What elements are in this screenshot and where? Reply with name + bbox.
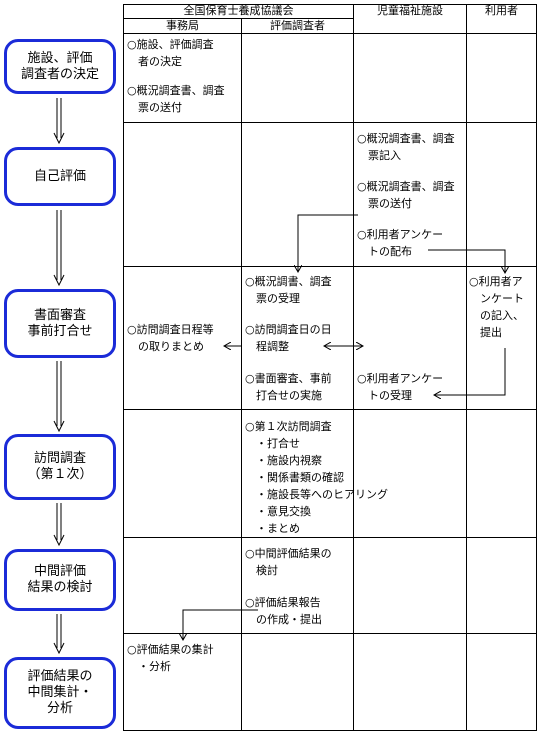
step-label: 訪問調査 （第１次）: [27, 451, 93, 482]
header-evaluator: 評価調査者: [270, 19, 325, 32]
step-arrows: [53, 98, 65, 655]
step-box-document-review: 書面審査 事前打合せ: [4, 289, 116, 358]
header-secretariat: 事務局: [166, 19, 199, 32]
step-label: 評価結果の 中間集計・ 分析: [27, 669, 93, 716]
cell-r3-user: ○利用者ア ンケート の記入、 提出: [469, 275, 524, 339]
header-user: 利用者: [485, 4, 518, 17]
step-label: 中間評価 結果の検討: [27, 564, 93, 595]
table-border: [123, 4, 537, 731]
arrow-send-to-evaluator: [298, 214, 358, 272]
arrow-distribute-to-user: [428, 249, 505, 273]
arrow-report-to-secretariat: [183, 609, 258, 640]
step-box-decision: 施設、評価 調査者の決定: [4, 39, 116, 94]
step-label: 自己評価: [33, 168, 86, 184]
step-label: 施設、評価 調査者の決定: [20, 50, 99, 82]
cell-r2-facility-c: ○利用者アンケー トの配布: [357, 228, 444, 258]
table-grid: [123, 4, 537, 731]
flow-connectors: [183, 214, 506, 640]
step-arrow-1: [53, 98, 65, 145]
cell-r5-evaluator-a: ○中間評価結果の 検討: [245, 547, 332, 577]
step-arrow-5: [53, 614, 65, 655]
step-box-self-evaluation: 自己評価: [4, 147, 116, 206]
arrow-user-return: [434, 348, 506, 395]
cell-r5-evaluator-b: ○評価結果報告 の作成・提出: [245, 596, 322, 626]
header-council: 全国保育士養成協議会: [183, 4, 294, 17]
step-box-visit-survey: 訪問調査 （第１次）: [4, 434, 116, 500]
step-label: 書面審査 事前打合せ: [27, 307, 93, 339]
header-facility: 児童福祉施設: [377, 4, 443, 17]
cell-r6-secretariat: ○評価結果の集計 ・分析: [127, 643, 214, 673]
step-box-interim-review: 中間評価 結果の検討: [4, 549, 116, 611]
step-arrow-4: [53, 503, 65, 547]
step-arrow-3: [53, 361, 65, 433]
cell-r2-facility-b: ○概況調査書、調査 票の送付: [357, 180, 455, 210]
step-box-interim-aggregation: 評価結果の 中間集計・ 分析: [4, 657, 116, 729]
step-arrow-2: [53, 210, 65, 287]
cell-r3-evaluator-c: ○書面審査、事前 打合せの実施: [245, 372, 332, 402]
cell-r3-evaluator-a: ○概況調書、調査 票の受理: [245, 275, 332, 305]
cell-r1-secretariat-a: ○施設、評価調査 者の決定: [127, 38, 214, 68]
cell-r3-facility: ○利用者アンケー トの受理: [357, 372, 444, 402]
cell-r1-secretariat-b: ○概況調査書、調査 票の送付: [127, 84, 225, 114]
cell-r4-evaluator: ○第１次訪問調査 ・打合せ ・施設内視察 ・関係書類の確認 ・施設長等へのヒアリ…: [245, 420, 388, 535]
cell-r3-secretariat: ○訪問調査日程等 の取りまとめ: [127, 323, 214, 353]
cell-r2-facility-a: ○概況調査書、調査 票記入: [357, 132, 455, 162]
cell-r3-evaluator-b: ○訪問調査日の日 程調整: [245, 323, 332, 353]
